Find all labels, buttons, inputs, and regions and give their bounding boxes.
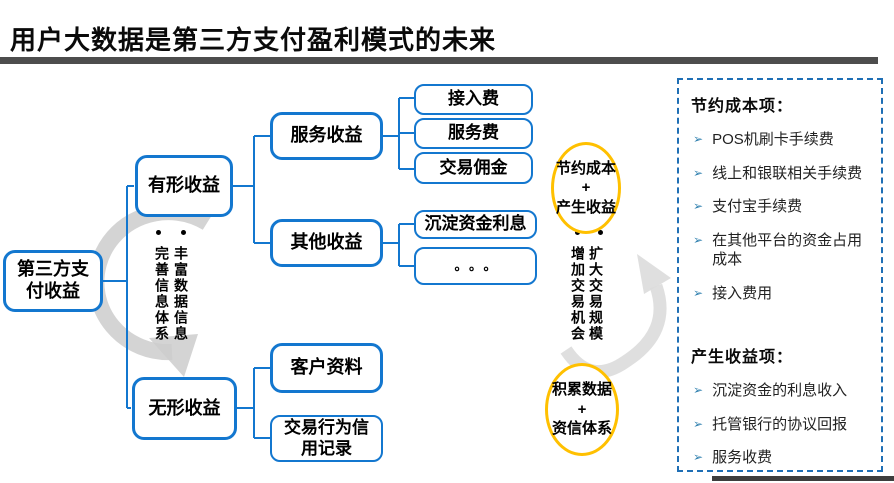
node-deposit-interest: 沉淀资金利息 (414, 210, 537, 239)
bullet-dot-icon (156, 230, 161, 235)
node-intangible-income: 无形收益 (132, 377, 237, 440)
list-item: ➢ 托管银行的协议回报 (693, 415, 869, 435)
list-item: ➢ 支付宝手续费 (693, 197, 869, 217)
list-item-text: 线上和银联相关手续费 (712, 164, 863, 182)
arrow-bullet-icon: ➢ (693, 232, 704, 247)
list-item: ➢ 服务收费 (693, 448, 869, 468)
bullet-dot-icon (598, 230, 603, 235)
revenue-generating-list: ➢ 沉淀资金的利息收入 ➢ 托管银行的协议回报 ➢ 服务收费 (691, 381, 869, 468)
arrow-bullet-icon: ➢ (693, 199, 704, 213)
node-third-party-payment-revenue: 第三方支 付收益 (3, 250, 103, 312)
list-item: ➢ 在其他平台的资金占用成本 (693, 231, 869, 270)
arrow-bullet-icon: ➢ (693, 132, 704, 146)
oval-accumulate-data-credit-system: 积累数据 + 资信体系 (545, 363, 619, 456)
list-item-text: 沉淀资金的利息收入 (712, 382, 848, 399)
arrow-bullet-icon: ➢ (693, 416, 704, 431)
cost-saving-list: ➢ POS机刷卡手续费 ➢ 线上和银联相关手续费 ➢ 支付宝手续费 ➢ 在其他平… (691, 130, 869, 303)
arrow-bullet-icon: ➢ (693, 165, 704, 180)
footer-bar (712, 476, 894, 481)
vertical-label-improve-info-system: 完善信息体系 (154, 246, 170, 342)
list-item-text: 服务收费 (712, 449, 773, 466)
list-item-text: 在其他平台的资金占用成本 (712, 231, 863, 269)
node-other-income: 其他收益 (270, 219, 383, 267)
vertical-label-enrich-data-info: 丰富数据信息 (173, 246, 189, 342)
title-underline (0, 57, 878, 64)
node-transaction-commission: 交易佣金 (414, 152, 533, 184)
node-credit-record: 交易行为信 用记录 (270, 415, 383, 462)
node-service-income: 服务收益 (270, 112, 383, 160)
node-customer-data: 客户资料 (270, 343, 383, 393)
node-service-fee: 服务费 (414, 118, 533, 149)
vertical-label-expand-trade-scale: 扩大交易规模 (588, 246, 604, 342)
panel-header-cost-saving: 节约成本项： (691, 98, 794, 115)
arrow-bullet-icon: ➢ (693, 383, 704, 397)
oval-save-cost-generate-revenue: 节约成本 + 产生收益 (551, 142, 621, 234)
arrow-bullet-icon: ➢ (693, 450, 704, 464)
list-item: ➢ 接入费用 (693, 284, 869, 304)
bullet-dot-icon (181, 230, 186, 235)
node-ellipsis: 。。。 (414, 247, 537, 285)
list-item-text: POS机刷卡手续费 (712, 131, 834, 148)
arrow-bullet-icon: ➢ (693, 285, 704, 300)
node-tangible-income: 有形收益 (135, 155, 233, 217)
tree-connectors (103, 97, 414, 439)
list-item-text: 托管银行的协议回报 (712, 415, 848, 433)
detail-panel: 节约成本项： ➢ POS机刷卡手续费 ➢ 线上和银联相关手续费 ➢ 支付宝手续费… (677, 78, 883, 472)
list-item: ➢ 线上和银联相关手续费 (693, 164, 869, 184)
vertical-label-increase-trade-chances: 增加交易机会 (570, 246, 586, 342)
list-item-text: 支付宝手续费 (712, 198, 803, 215)
list-item: ➢ POS机刷卡手续费 (693, 130, 869, 150)
page-title: 用户大数据是第三方支付盈利模式的未来 (10, 25, 497, 55)
list-item-text: 接入费用 (712, 284, 773, 302)
node-access-fee: 接入费 (414, 84, 533, 115)
panel-header-revenue-generating: 产生收益项： (691, 349, 794, 366)
list-item: ➢ 沉淀资金的利息收入 (693, 381, 869, 401)
